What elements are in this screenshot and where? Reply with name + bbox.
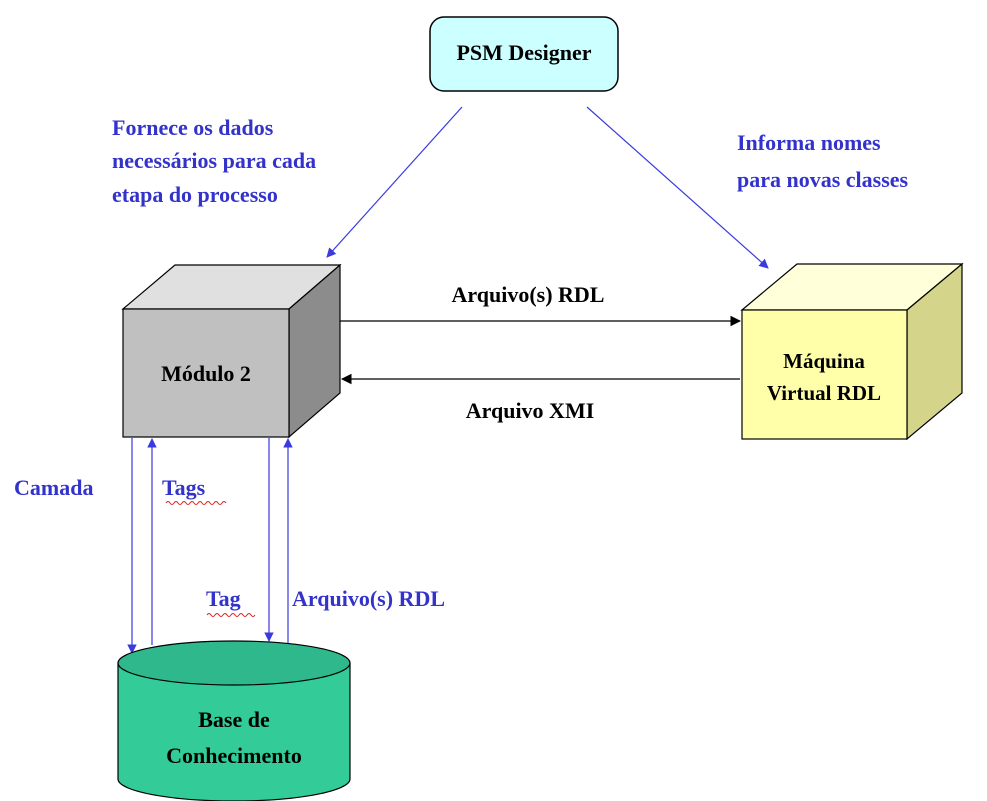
base-label-line2: Conhecimento — [166, 743, 302, 768]
modulo2-label: Módulo 2 — [161, 361, 251, 386]
base-conhecimento-node: Base de Conhecimento — [117, 640, 351, 801]
maquina-label-line1: Máquina — [783, 349, 865, 373]
spellcheck-underline-tags — [165, 501, 227, 505]
base-cylinder-top — [117, 640, 351, 686]
maquina-front-face — [741, 309, 908, 440]
note-informa-line2: para novas classes — [737, 167, 909, 192]
edge-label-camada: Camada — [14, 475, 93, 500]
maquina-label-line2: Virtual RDL — [767, 381, 881, 405]
psm-designer-node: PSM Designer — [429, 16, 619, 92]
edge-label-tags: Tags — [162, 475, 206, 500]
spellcheck-underline-tag — [206, 613, 256, 617]
edge-label-arquivo-rdl-top: Arquivo(s) RDL — [451, 282, 604, 307]
edge-label-arquivo-rdl-bottom: Arquivo(s) RDL — [292, 586, 445, 611]
note-fornece-line2: necessários para cada — [112, 148, 316, 173]
modulo2-node: Módulo 2 — [121, 263, 342, 439]
edge-psm-to-maquina — [586, 106, 769, 269]
edge-label-arquivo-xmi: Arquivo XMI — [466, 398, 595, 423]
note-fornece-line1: Fornece os dados — [112, 115, 274, 140]
edge-label-tag: Tag — [206, 586, 241, 611]
psm-designer-label: PSM Designer — [456, 40, 591, 65]
note-fornece: Fornece os dados necessários para cada e… — [112, 115, 316, 207]
note-fornece-line3: etapa do processo — [112, 182, 278, 207]
base-label-line1: Base de — [198, 707, 270, 732]
note-informa-line1: Informa nomes — [737, 130, 881, 155]
maquina-node: Máquina Virtual RDL — [740, 262, 964, 441]
edge-psm-to-modulo — [326, 106, 463, 258]
modulo2-front-face — [122, 308, 290, 438]
note-informa: Informa nomes para novas classes — [737, 130, 909, 192]
